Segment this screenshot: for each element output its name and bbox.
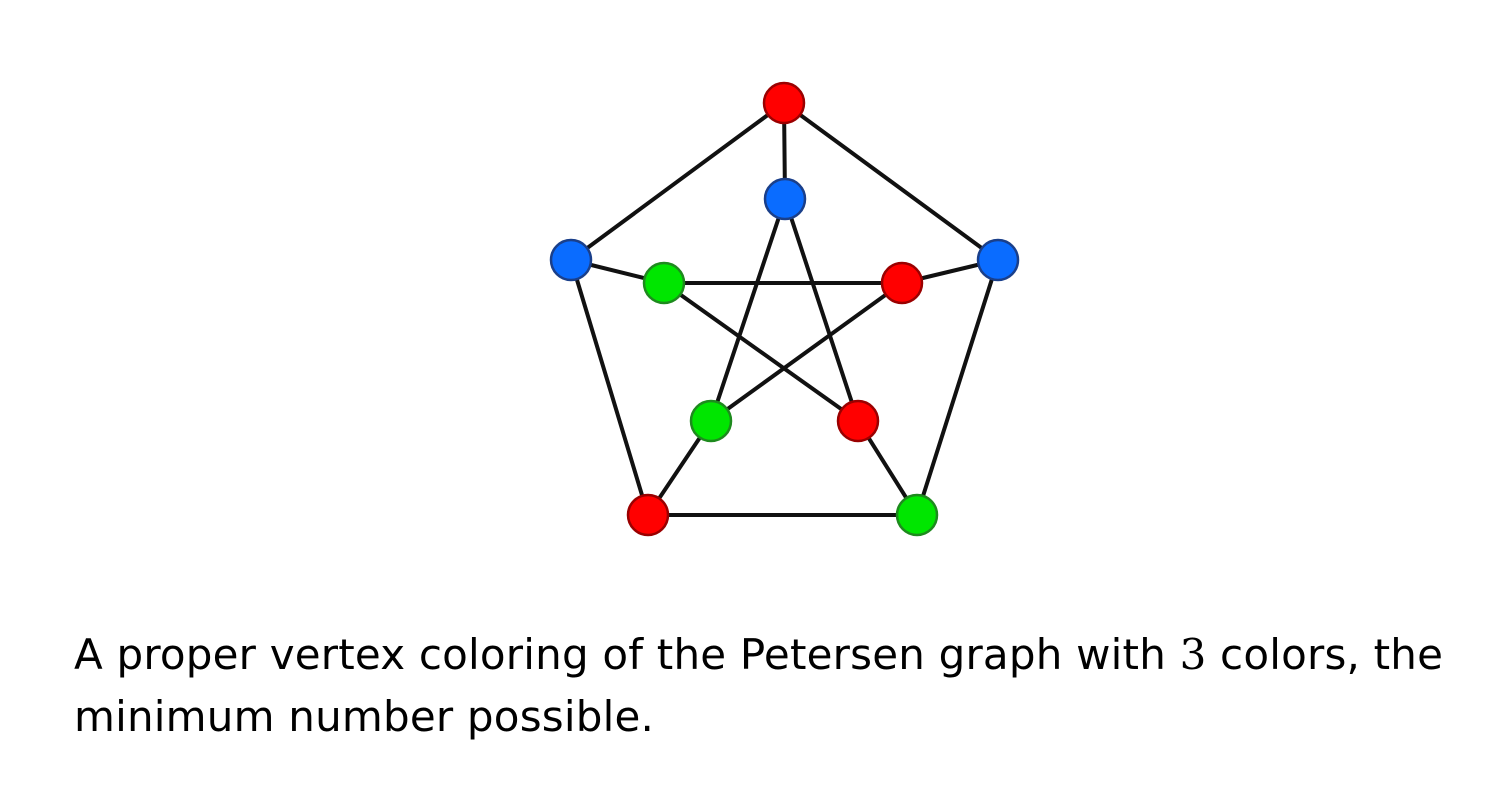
edge-inner-right-inner-bottom-left xyxy=(709,281,904,423)
vertex-inner-top xyxy=(763,177,807,221)
caption-text-end: colors, the minimum number possible. xyxy=(74,630,1444,741)
vertex-outer-top xyxy=(762,81,806,125)
petersen-graph xyxy=(549,81,1020,537)
edge-inner-left-inner-bottom-right xyxy=(662,281,860,423)
vertex-inner-bottom-right xyxy=(836,399,880,443)
vertex-outer-right xyxy=(976,238,1020,282)
edge-outer-bottom-left-outer-left xyxy=(569,258,650,517)
vertex-inner-bottom-left xyxy=(689,399,733,443)
caption-text-start: A proper vertex coloring of the Petersen… xyxy=(74,630,1180,679)
vertex-inner-right xyxy=(880,261,924,305)
edge-inner-top-inner-bottom-right xyxy=(783,197,860,423)
vertex-outer-bottom-left xyxy=(626,493,670,537)
figure-caption: A proper vertex coloring of the Petersen… xyxy=(74,624,1454,748)
graph-edges xyxy=(569,101,1000,517)
vertex-outer-bottom-right xyxy=(895,493,939,537)
vertex-outer-left xyxy=(549,238,593,282)
edge-outer-right-outer-bottom-right xyxy=(915,258,1000,517)
vertex-inner-left xyxy=(642,261,686,305)
edge-outer-top-outer-right xyxy=(782,101,1000,262)
edge-outer-left-outer-top xyxy=(569,101,786,262)
graph-vertices xyxy=(549,81,1020,537)
caption-color-count: 3 xyxy=(1179,630,1207,679)
edge-inner-top-inner-bottom-left xyxy=(709,197,787,423)
